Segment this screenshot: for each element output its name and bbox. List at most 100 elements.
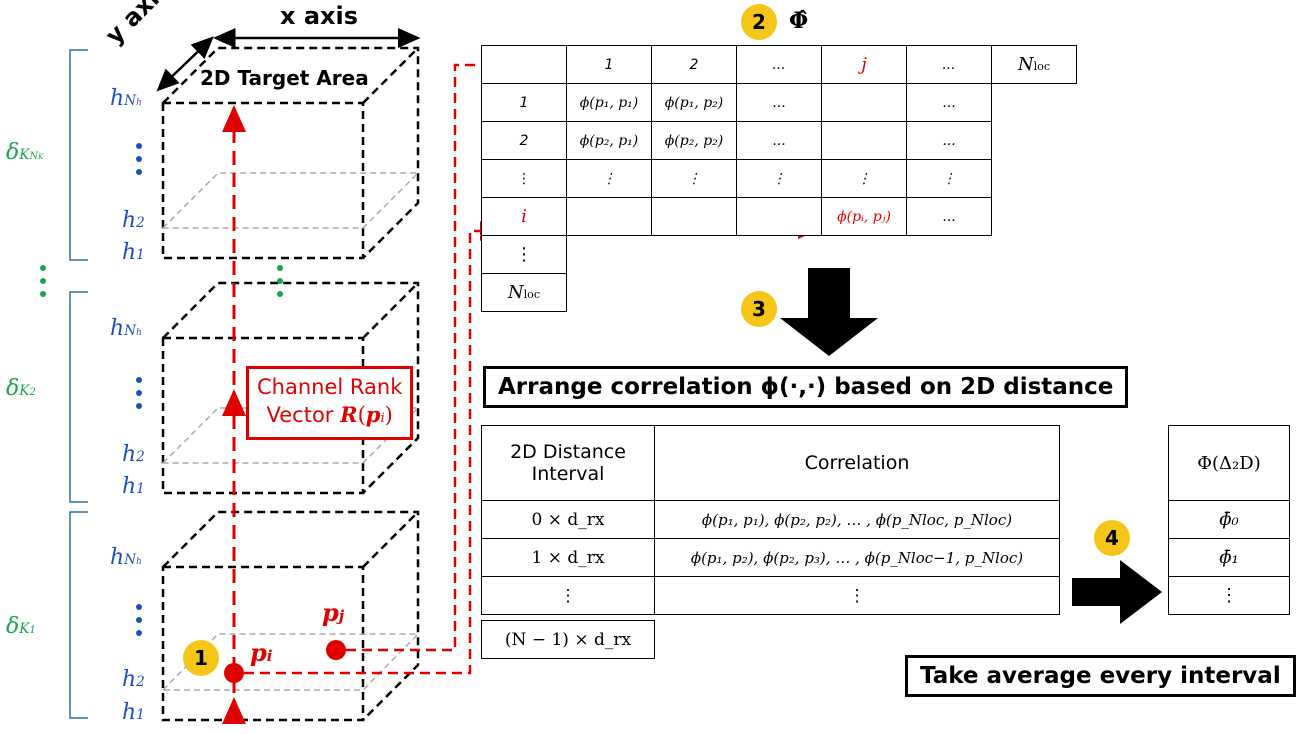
average-table: Φ(Δ₂D) ϕ̄₀ ϕ̄₁ ⋮ bbox=[1168, 425, 1290, 615]
channel-rank-box: Channel Rank Vector R(pi) bbox=[246, 366, 414, 440]
point-pj bbox=[326, 640, 346, 660]
phi-row: Nloc bbox=[481, 273, 567, 312]
phi-cell bbox=[821, 83, 907, 122]
cube-bot bbox=[161, 510, 420, 722]
phi-cell: ϕ(p₂, p₁) bbox=[566, 121, 652, 160]
phi-row-header: ⋮ bbox=[481, 159, 567, 198]
height-2-label-mid: h2 bbox=[122, 442, 145, 467]
phi-col-header-nloc: Nloc bbox=[991, 45, 1077, 84]
phi-matrix-table: 1 2 ... j ... Nloc 1 ϕ(p₁, p₁) ϕ(p₁, p₂)… bbox=[481, 45, 1077, 236]
step-badge-3: 3 bbox=[741, 291, 777, 327]
big-right-arrow bbox=[1072, 560, 1162, 624]
cube-top-plane bbox=[161, 172, 420, 229]
height-1-label: h1 bbox=[122, 240, 145, 265]
phi-hat-title: Φ̂ bbox=[789, 8, 809, 34]
distance-interval-cell: 1 × d_rx bbox=[481, 538, 655, 577]
average-header-row: Φ(Δ₂D) bbox=[1168, 425, 1290, 501]
phi-matrix-tail: ⋮ Nloc bbox=[481, 235, 567, 312]
height-1-label-mid: h1 bbox=[122, 474, 145, 499]
distance-row: 1 × d_rx ϕ(p₁, p₂), ϕ(p₂, p₃), … , ϕ(p_N… bbox=[481, 538, 1060, 577]
average-row: ⋮ bbox=[1168, 576, 1290, 615]
average-title: Take average every interval bbox=[905, 655, 1296, 697]
average-header: Φ(Δ₂D) bbox=[1168, 425, 1290, 501]
phi-row-header: ⋮ bbox=[481, 235, 567, 274]
y-axis-arrow bbox=[156, 36, 214, 92]
x-axis-label: x axis bbox=[280, 2, 359, 30]
average-cell: ⋮ bbox=[1168, 576, 1290, 615]
height-top-label-mid: hNh bbox=[110, 316, 142, 341]
distance-header-correlation: Correlation bbox=[654, 425, 1060, 501]
step-badge-1: 1 bbox=[183, 640, 219, 676]
target-area-label: 2D Target Area bbox=[200, 66, 369, 90]
phi-row-i: i ϕ(pᵢ, pⱼ) ... bbox=[481, 197, 1077, 236]
brace-group bbox=[69, 49, 88, 719]
distance-corr-cell: ϕ(p₁, p₁), ϕ(p₂, p₂), … , ϕ(p_Nloc, p_Nl… bbox=[654, 500, 1060, 539]
phi-row-header: 2 bbox=[481, 121, 567, 160]
phi-row: 2 ϕ(p₂, p₁) ϕ(p₂, p₂) ... ... bbox=[481, 121, 1077, 160]
height-2-label-bot: h2 bbox=[122, 667, 145, 692]
cube-mid-plane bbox=[161, 407, 420, 464]
phi-cell: ϕ(p₁, p₁) bbox=[566, 83, 652, 122]
distance-header-interval: 2D Distance Interval bbox=[481, 425, 655, 501]
distance-interval-cell: (N − 1) × d_rx bbox=[481, 620, 655, 659]
big-down-arrow bbox=[780, 268, 878, 356]
height-top-label-bot: hNh bbox=[110, 545, 142, 570]
green-dots bbox=[40, 265, 283, 297]
distance-corr-cell: ⋮ bbox=[654, 576, 1060, 615]
phi-col-header: 1 bbox=[566, 45, 652, 84]
average-row: ϕ̄₀ bbox=[1168, 500, 1290, 539]
channel-rank-line1: Channel Rank bbox=[257, 375, 403, 399]
phi-cell: ... bbox=[736, 83, 822, 122]
phi-cell: ϕ(p₂, p₂) bbox=[651, 121, 737, 160]
phi-row: ⋮ ⋮ ⋮ ⋮ ⋮ ⋮ bbox=[481, 159, 1077, 198]
phi-cell-ij: ϕ(pᵢ, pⱼ) bbox=[821, 197, 907, 236]
phi-cell: ... bbox=[906, 121, 992, 160]
distance-interval-cell: ⋮ bbox=[481, 576, 655, 615]
phi-cell bbox=[821, 121, 907, 160]
phi-row: 1 ϕ(p₁, p₁) ϕ(p₁, p₂) ... ... bbox=[481, 83, 1077, 122]
delta-bot-label: δK1 bbox=[6, 614, 36, 639]
distance-row: 0 × d_rx ϕ(p₁, p₁), ϕ(p₂, p₂), … , ϕ(p_N… bbox=[481, 500, 1060, 539]
arrange-title: Arrange correlation ϕ(·,·) based on 2D d… bbox=[483, 366, 1129, 408]
phi-cell: ⋮ bbox=[566, 159, 652, 198]
phi-header-row: 1 2 ... j ... Nloc bbox=[481, 45, 1077, 84]
delta-top-label: δKNK bbox=[6, 140, 44, 165]
phi-row-header-nloc: Nloc bbox=[481, 273, 567, 312]
average-row: ϕ̄₁ bbox=[1168, 538, 1290, 577]
phi-col-header: ... bbox=[906, 45, 992, 84]
distance-row: (N − 1) × d_rx bbox=[481, 620, 655, 659]
point-pi-label: pi bbox=[250, 638, 273, 667]
delta-mid-label: δK2 bbox=[6, 376, 36, 401]
phi-row: ⋮ bbox=[481, 235, 567, 274]
distance-table-tail: (N − 1) × d_rx bbox=[481, 620, 655, 659]
phi-cell bbox=[651, 197, 737, 236]
phi-cell: ⋮ bbox=[821, 159, 907, 198]
point-pi bbox=[224, 663, 244, 683]
phi-cell: ... bbox=[906, 83, 992, 122]
step-badge-4: 4 bbox=[1094, 520, 1130, 556]
phi-row-header-i: i bbox=[481, 197, 567, 236]
phi-cell bbox=[566, 197, 652, 236]
phi-col-header: 2 bbox=[651, 45, 737, 84]
distance-corr-cell: ϕ(p₁, p₂), ϕ(p₂, p₃), … , ϕ(p_Nloc−1, p_… bbox=[654, 538, 1060, 577]
connector-pi-row bbox=[244, 221, 503, 675]
phi-col-header: ... bbox=[736, 45, 822, 84]
height-1-label-bot: h1 bbox=[122, 700, 145, 725]
phi-cell: ⋮ bbox=[736, 159, 822, 198]
point-pj-label: pj bbox=[322, 598, 345, 627]
phi-corner-cell bbox=[481, 45, 567, 84]
distance-interval-cell: 0 × d_rx bbox=[481, 500, 655, 539]
blue-dots bbox=[136, 143, 142, 636]
average-cell: ϕ̄₀ bbox=[1168, 500, 1290, 539]
phi-cell: ... bbox=[736, 121, 822, 160]
distance-row: ⋮ ⋮ bbox=[481, 576, 1060, 615]
phi-cell bbox=[736, 197, 822, 236]
average-cell: ϕ̄₁ bbox=[1168, 538, 1290, 577]
phi-cell: ⋮ bbox=[651, 159, 737, 198]
step-badge-2: 2 bbox=[741, 4, 777, 40]
phi-cell: ϕ(p₁, p₂) bbox=[651, 83, 737, 122]
phi-col-header-j: j bbox=[821, 45, 907, 84]
height-2-label: h2 bbox=[122, 208, 145, 233]
